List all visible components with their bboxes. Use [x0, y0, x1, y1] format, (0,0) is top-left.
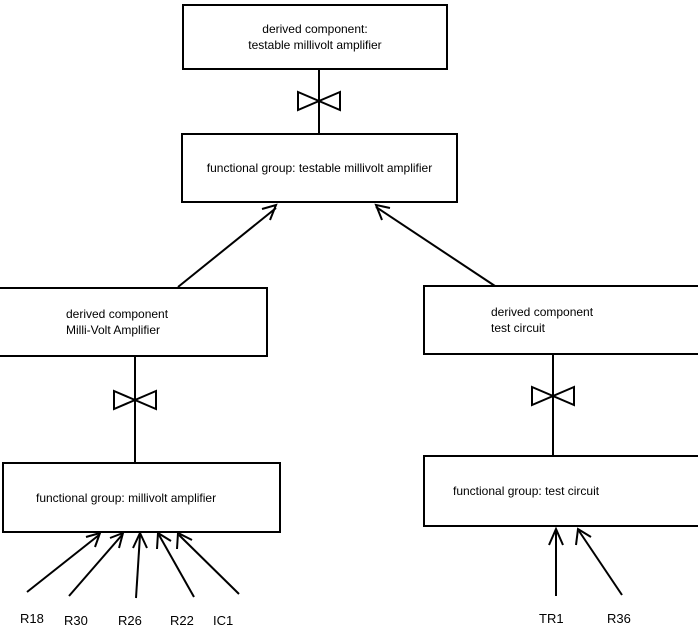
node-label: derived component Milli-Volt Amplifier	[66, 307, 169, 337]
node-label: functional group: test circuit	[453, 484, 600, 498]
node-label: derived component: testable millivolt am…	[248, 22, 382, 52]
leaf-arrow-r22	[156, 531, 195, 598]
node-label: functional group: testable millivolt amp…	[206, 161, 433, 175]
leaf-label-r26[interactable]: R26	[118, 613, 142, 628]
node-derived-component-test-circuit[interactable]: derived component test circuit	[423, 285, 698, 355]
leaf-arrow-r30	[68, 531, 125, 597]
leaf-label-r18[interactable]: R18	[20, 611, 44, 626]
leaf-arrow-r18	[26, 531, 102, 593]
leaf-label-r22[interactable]: R22	[170, 613, 194, 628]
node-functional-group-test-circuit[interactable]: functional group: test circuit	[423, 455, 698, 527]
generalization-arrow-left	[177, 203, 278, 288]
node-derived-component-testable-millivolt-amplifier[interactable]: derived component: testable millivolt am…	[182, 4, 448, 70]
node-functional-group-testable-millivolt-amplifier[interactable]: functional group: testable millivolt amp…	[181, 133, 458, 203]
leaf-label-tr1[interactable]: TR1	[539, 611, 564, 626]
generalization-arrow-right	[374, 203, 496, 287]
node-label: functional group: millivolt amplifier	[36, 490, 217, 505]
leaf-label-r30[interactable]: R30	[64, 613, 88, 628]
leaf-label-r36[interactable]: R36	[607, 611, 631, 626]
leaf-arrow-r36	[575, 527, 623, 596]
bowtie-connector-left	[113, 389, 157, 411]
node-functional-group-millivolt-amplifier[interactable]: functional group: millivolt amplifier	[2, 462, 281, 533]
bowtie-connector-right	[531, 385, 575, 407]
node-label: derived component test circuit	[491, 305, 594, 335]
leaf-label-ic1[interactable]: IC1	[213, 613, 234, 628]
bowtie-connector-top	[297, 90, 341, 112]
leaf-arrow-r26	[132, 530, 148, 599]
leaf-arrow-ic1	[176, 531, 240, 595]
node-derived-component-milli-volt-amplifier[interactable]: derived component Milli-Volt Amplifier	[0, 287, 268, 357]
leaf-arrow-tr1	[548, 526, 564, 596]
